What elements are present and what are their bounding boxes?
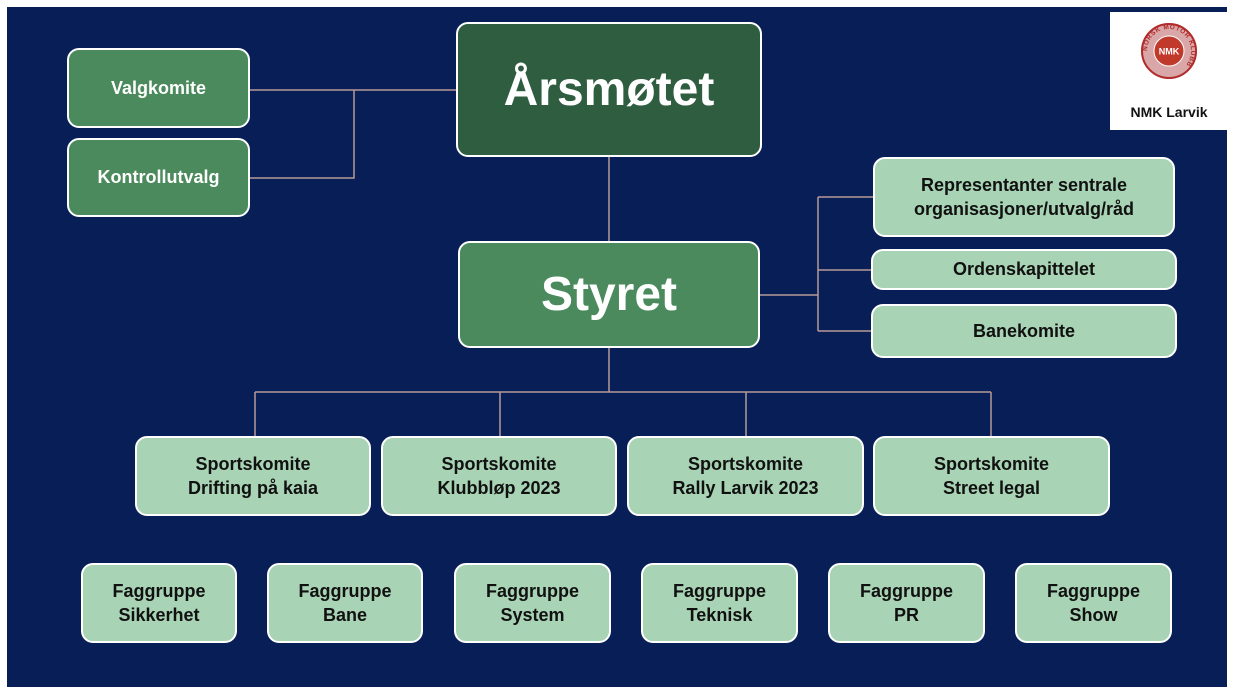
nmk-logo: NORSK MOTOR KLUBB NMK NMK Larvik xyxy=(1110,12,1228,130)
faggruppe-label: Faggruppe PR xyxy=(860,580,953,625)
faggruppe-label: Faggruppe Sikkerhet xyxy=(112,580,206,625)
representanter-box: Representanter sentrale organisasjoner/u… xyxy=(873,157,1175,237)
valgkomite-label: Valgkomite xyxy=(110,77,207,98)
banekomite-label: Banekomite xyxy=(972,320,1076,341)
valgkomite-box: Valgkomite xyxy=(67,48,250,128)
ordenskapittelet-label: Ordenskapittelet xyxy=(952,259,1096,280)
sportskomite-box: Sportskomite Klubbløp 2023 xyxy=(381,436,617,516)
faggruppe-box: Faggruppe System xyxy=(454,563,611,643)
styret-box: Styret xyxy=(458,241,760,348)
faggruppe-label: Faggruppe Teknisk xyxy=(673,580,766,625)
sportskomite-label: Sportskomite Rally Larvik 2023 xyxy=(672,453,819,498)
kontrollutvalg-label: Kontrollutvalg xyxy=(97,167,220,188)
faggruppe-box: Faggruppe Teknisk xyxy=(641,563,798,643)
arsmotet-label: Årsmøtet xyxy=(503,62,715,116)
nmk-seal-icon: NORSK MOTOR KLUBB NMK xyxy=(1141,23,1197,79)
banekomite-box: Banekomite xyxy=(871,304,1177,358)
kontrollutvalg-box: Kontrollutvalg xyxy=(67,138,250,217)
faggruppe-label: Faggruppe System xyxy=(486,580,579,625)
connector-kontrollutvalg xyxy=(249,90,355,179)
ordenskapittelet-box: Ordenskapittelet xyxy=(871,249,1177,290)
seal-center-text: NMK xyxy=(1159,47,1180,57)
sportskomite-box: Sportskomite Drifting på kaia xyxy=(135,436,371,516)
faggruppe-box: Faggruppe Show xyxy=(1015,563,1172,643)
representanter-label: Representanter sentrale organisasjoner/u… xyxy=(913,174,1135,219)
faggruppe-label: Faggruppe Bane xyxy=(298,580,392,625)
styret-label: Styret xyxy=(540,267,678,321)
sportskomite-box: Sportskomite Rally Larvik 2023 xyxy=(627,436,864,516)
sportskomite-label: Sportskomite Klubbløp 2023 xyxy=(437,453,561,498)
sportskomite-box: Sportskomite Street legal xyxy=(873,436,1110,516)
faggruppe-box: Faggruppe Sikkerhet xyxy=(81,563,237,643)
faggruppe-box: Faggruppe PR xyxy=(828,563,985,643)
faggruppe-box: Faggruppe Bane xyxy=(267,563,423,643)
faggruppe-label: Faggruppe Show xyxy=(1047,580,1140,625)
arsmotet-box: Årsmøtet xyxy=(456,22,762,157)
logo-name: NMK Larvik xyxy=(1130,104,1208,120)
sportskomite-label: Sportskomite Street legal xyxy=(933,453,1050,498)
sportskomite-label: Sportskomite Drifting på kaia xyxy=(187,453,319,498)
